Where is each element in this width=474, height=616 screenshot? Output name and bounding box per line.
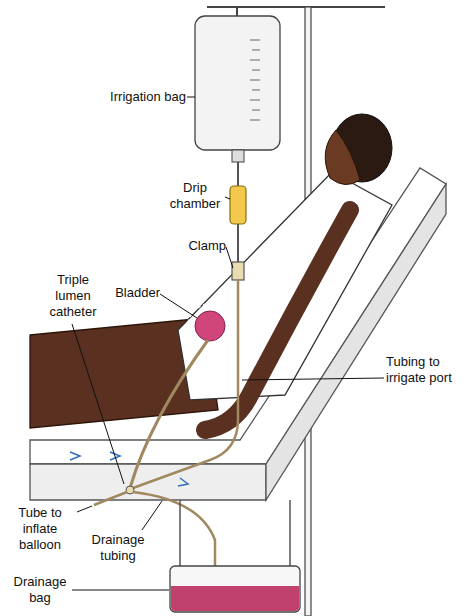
part-label: Tube to inflate balloon xyxy=(3,505,77,553)
clamp xyxy=(232,262,244,280)
pole-bar xyxy=(207,6,385,8)
drained-fluid xyxy=(171,586,299,611)
drainage-tubing xyxy=(133,492,215,566)
part-label: Drip chamber xyxy=(166,180,224,212)
part-label: Irrigation bag xyxy=(98,89,186,105)
part-label: Drainage tubing xyxy=(86,532,150,564)
irrigation-tube xyxy=(237,224,239,262)
drainage-bag xyxy=(170,566,300,612)
flow-arrows xyxy=(70,452,188,486)
drip-chamber xyxy=(230,186,246,224)
bag-hook xyxy=(236,7,238,16)
irrigation-bag xyxy=(195,16,280,150)
irrigation-set xyxy=(133,16,280,488)
leader-lines xyxy=(72,97,384,590)
leader-line xyxy=(142,501,162,530)
face xyxy=(325,130,360,185)
leader-line xyxy=(77,506,92,512)
balloon-tube xyxy=(94,492,127,505)
drainage-set xyxy=(94,340,300,612)
catheter xyxy=(130,340,208,488)
part-label: Bladder xyxy=(108,285,160,301)
leader-line xyxy=(160,294,197,318)
leader-line xyxy=(225,197,230,199)
bladder-outline xyxy=(188,304,232,348)
bladder xyxy=(195,311,225,341)
bag-spout xyxy=(232,150,244,162)
part-label: Triple lumen catheter xyxy=(40,272,106,320)
leader-line xyxy=(242,378,384,380)
patient xyxy=(30,114,392,430)
bed xyxy=(30,168,446,500)
irrigation-tube xyxy=(237,162,239,186)
leader-line xyxy=(226,247,233,268)
arm xyxy=(205,210,350,430)
part-label: Tubing to irrigate port xyxy=(386,354,470,386)
part-label: Clamp xyxy=(184,238,226,254)
irrigate-port-tube xyxy=(133,280,238,488)
leader-line xyxy=(72,590,169,591)
part-label: Drainage bag xyxy=(8,574,72,606)
bag-gradations xyxy=(250,40,260,120)
bag-hangers xyxy=(180,500,290,566)
leader-line xyxy=(72,324,124,484)
leader-line xyxy=(187,97,195,98)
